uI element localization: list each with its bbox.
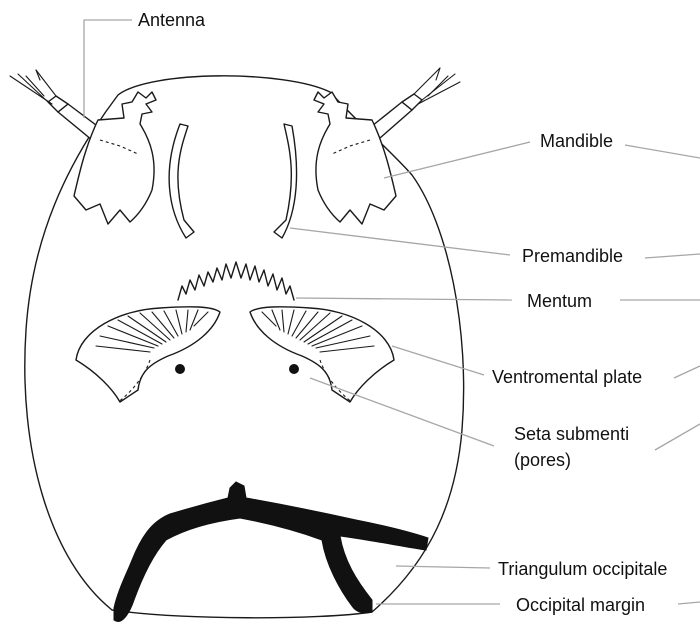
occipital-margin-leader-tail xyxy=(678,602,700,604)
premandible-leader-tail xyxy=(645,254,700,258)
mentum-label: Mentum xyxy=(527,291,592,311)
premandible-label: Premandible xyxy=(522,246,623,266)
mandible-leader-tail xyxy=(625,145,700,158)
left-seta-submenti-pore xyxy=(176,365,185,374)
seta-submenti-label-line1: Seta submenti xyxy=(514,424,629,444)
ventromental-plate-label: Ventromental plate xyxy=(492,367,642,387)
mandible-leader xyxy=(384,142,530,178)
left-antenna xyxy=(10,70,100,140)
ventromental-leader-tail xyxy=(674,366,700,378)
right-mandible xyxy=(314,92,396,224)
seta-submenti-leader-tail xyxy=(655,424,700,450)
right-seta-submenti-pore xyxy=(290,365,299,374)
occipital-margin-label: Occipital margin xyxy=(516,595,645,615)
right-antenna xyxy=(372,68,460,138)
triangulum-occipitale-label: Triangulum occipitale xyxy=(498,559,667,579)
seta-submenti-label-line2: (pores) xyxy=(514,450,571,470)
mandible-label: Mandible xyxy=(540,131,613,151)
antenna-label: Antenna xyxy=(138,10,206,30)
